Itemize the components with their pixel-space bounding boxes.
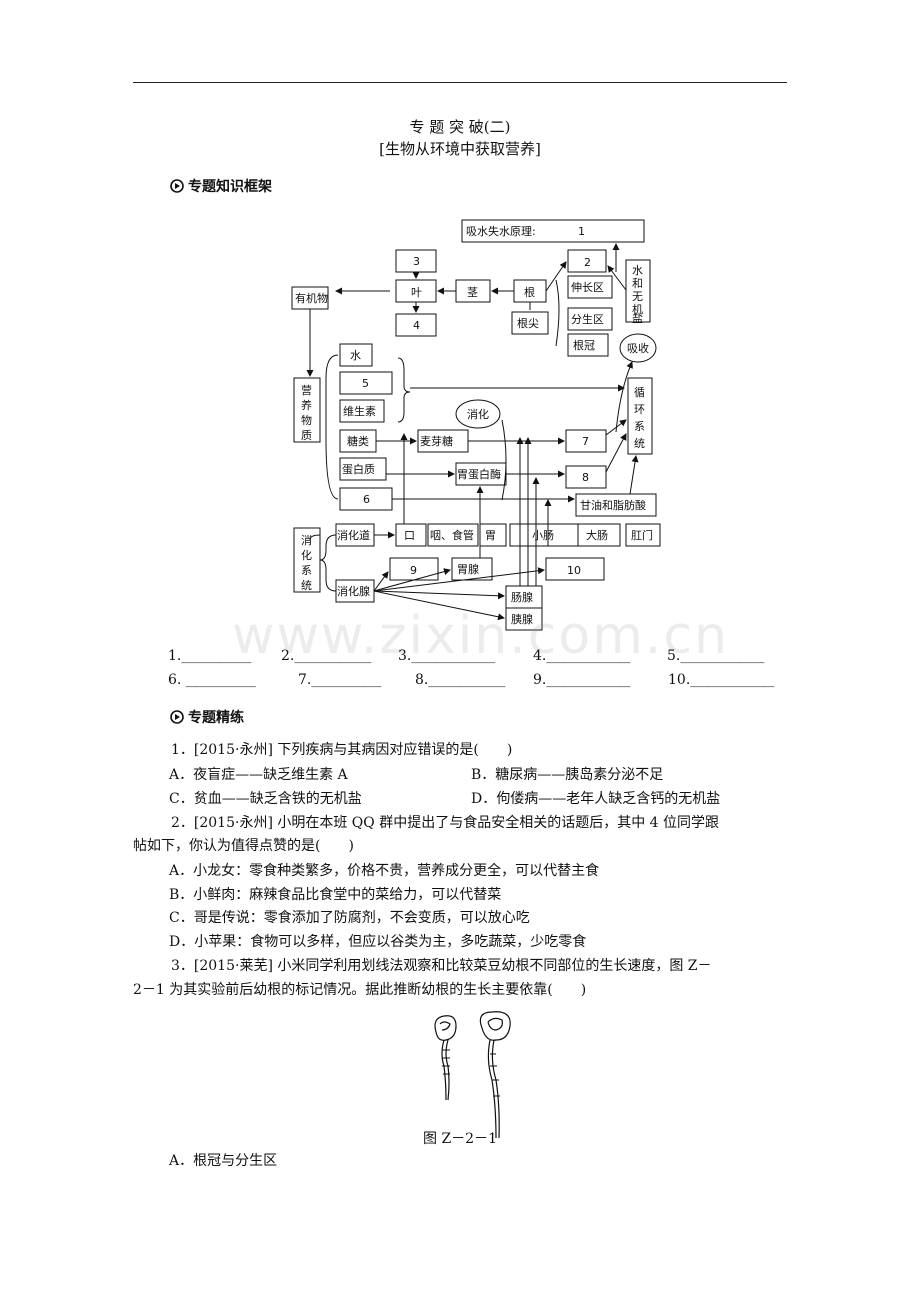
blank-7-box: 7 bbox=[582, 435, 589, 448]
intestinal-gland-label: 肠腺 bbox=[511, 590, 533, 604]
blank-2[interactable]: 2.___________ bbox=[281, 648, 372, 664]
figure-caption: 图 Z－2－1 bbox=[423, 1131, 497, 1147]
blank-6[interactable]: 6. __________ bbox=[168, 672, 256, 688]
gastric-gland-label: 胃腺 bbox=[457, 562, 479, 576]
water-label: 水 bbox=[350, 349, 361, 362]
pharynx-esophagus-label: 咽、食管 bbox=[430, 528, 474, 542]
blank-4-box: 4 bbox=[413, 319, 420, 332]
svg-text:统: 统 bbox=[301, 579, 312, 592]
pepsin-label: 胃蛋白酶 bbox=[457, 467, 501, 481]
protein-label: 蛋白质 bbox=[342, 462, 375, 476]
seedling-figure bbox=[434, 1011, 511, 1139]
blank-7[interactable]: 7.__________ bbox=[298, 672, 382, 688]
svg-text:环: 环 bbox=[634, 403, 645, 416]
knowledge-diagram: 吸水失水原理: 1 2 3 叶 茎 根 4 根尖 伸长区 分生区 根冠 吸收 有… bbox=[291, 219, 661, 631]
svg-text:质: 质 bbox=[301, 429, 312, 442]
page-subtitle: [生物从环境中获取营养] bbox=[379, 140, 541, 158]
blank-8-box: 8 bbox=[582, 471, 589, 484]
large-intestine-label: 大肠 bbox=[586, 528, 608, 542]
mouth-label: 口 bbox=[404, 529, 415, 542]
vitamin-label: 维生素 bbox=[343, 404, 376, 418]
svg-text:物: 物 bbox=[301, 413, 312, 427]
section-heading: 专题精练 bbox=[188, 710, 244, 726]
elongation-zone-label: 伸长区 bbox=[571, 281, 604, 294]
blank-4[interactable]: 4.____________ bbox=[533, 648, 631, 664]
svg-text:系: 系 bbox=[634, 420, 645, 433]
blank-6-box: 6 bbox=[363, 493, 370, 506]
q3-stem-line1: 3．[2015·莱芜] 小米同学利用划线法观察和比较菜豆幼根不同部位的生长速度，… bbox=[171, 958, 712, 974]
blank-3[interactable]: 3.____________ bbox=[398, 648, 496, 664]
blank-9-box: 9 bbox=[410, 564, 417, 577]
organic-matter-label: 有机物 bbox=[295, 291, 328, 305]
page-title: 专 题 突 破(二) bbox=[409, 118, 511, 136]
svg-text:和: 和 bbox=[632, 277, 643, 290]
q1-option-a[interactable]: A．夜盲症——缺乏维生素 A bbox=[169, 767, 348, 783]
q1-stem: 1．[2015·永州] 下列疾病与其病因对应错误的是( ) bbox=[171, 742, 513, 758]
q2-option-b[interactable]: B．小鲜肉：麻辣食品比食堂中的菜给力，可以代替菜 bbox=[169, 887, 502, 903]
svg-text:盐: 盐 bbox=[632, 312, 643, 325]
principle-label: 吸水失水原理: bbox=[466, 225, 536, 238]
svg-text:养: 养 bbox=[301, 398, 312, 412]
digestion-label: 消化 bbox=[467, 407, 489, 421]
svg-text:机: 机 bbox=[632, 302, 643, 316]
blank-3-box: 3 bbox=[413, 255, 420, 268]
maltose-label: 麦芽糖 bbox=[420, 434, 453, 448]
play-circle-icon bbox=[170, 710, 184, 724]
root-tip-label: 根尖 bbox=[517, 316, 539, 330]
digestive-tract-label: 消化道 bbox=[337, 528, 370, 542]
blank-9[interactable]: 9.____________ bbox=[533, 672, 631, 688]
q1-option-c[interactable]: C．贫血——缺乏含铁的无机盐 bbox=[169, 791, 362, 807]
blank-8[interactable]: 8.___________ bbox=[415, 672, 506, 688]
svg-text:统: 统 bbox=[634, 437, 645, 450]
blank-5-box: 5 bbox=[362, 377, 369, 390]
blank-1-box: 1 bbox=[578, 225, 585, 238]
svg-text:化: 化 bbox=[301, 548, 312, 562]
q3-stem-line2: 2－1 为其实验前后幼根的标记情况。据此推断幼根的生长主要依靠( ) bbox=[133, 982, 587, 998]
watermark: www.zixin.com.cn bbox=[232, 606, 729, 666]
blank-10-box: 10 bbox=[567, 564, 581, 577]
play-circle-icon bbox=[170, 179, 184, 193]
absorption-label: 吸收 bbox=[627, 341, 649, 355]
glycerol-fatty-acid-label: 甘油和脂肪酸 bbox=[580, 498, 646, 512]
q1-option-d[interactable]: D．佝偻病——老年人缺乏含钙的无机盐 bbox=[471, 791, 721, 807]
svg-text:系: 系 bbox=[301, 564, 312, 577]
anus-label: 肛门 bbox=[631, 528, 653, 542]
digestive-gland-label: 消化腺 bbox=[337, 584, 370, 598]
svg-text:消: 消 bbox=[301, 533, 312, 547]
pancreas-label: 胰腺 bbox=[511, 612, 533, 626]
blank-10[interactable]: 10.____________ bbox=[668, 672, 775, 688]
svg-text:水: 水 bbox=[632, 264, 643, 277]
section-practice: 专题精练 bbox=[170, 707, 244, 727]
blank-2-box: 2 bbox=[584, 256, 591, 269]
svg-text:无: 无 bbox=[632, 290, 643, 303]
section-knowledge-framework: 专题知识框架 bbox=[170, 176, 272, 196]
root-cap-label: 根冠 bbox=[573, 338, 595, 352]
q2-option-c[interactable]: C．哥是传说：零食添加了防腐剂，不会变质，可以放心吃 bbox=[169, 910, 530, 926]
carbohydrate-label: 糖类 bbox=[347, 434, 369, 448]
blank-1[interactable]: 1.__________ bbox=[168, 648, 252, 664]
q2-stem-line2: 帖如下，你认为值得点赞的是( ) bbox=[133, 838, 354, 854]
section-heading: 专题知识框架 bbox=[188, 179, 272, 195]
stem-label: 茎 bbox=[467, 286, 478, 299]
meristem-zone-label: 分生区 bbox=[571, 312, 604, 326]
q3-option-a[interactable]: A．根冠与分生区 bbox=[169, 1153, 278, 1169]
leaf-label: 叶 bbox=[411, 286, 422, 299]
stomach-label: 胃 bbox=[485, 529, 496, 542]
small-intestine-label: 小肠 bbox=[532, 529, 554, 542]
q2-option-a[interactable]: A．小龙女：零食种类繁多，价格不贵，营养成分更全，可以代替主食 bbox=[169, 863, 600, 879]
header-rule bbox=[133, 82, 787, 83]
svg-text:营: 营 bbox=[301, 383, 312, 397]
root-label: 根 bbox=[524, 285, 535, 299]
q1-option-b[interactable]: B．糖尿病——胰岛素分泌不足 bbox=[471, 767, 664, 783]
blank-5[interactable]: 5.____________ bbox=[667, 648, 765, 664]
q2-stem-line1: 2．[2015·永州] 小明在本班 QQ 群中提出了与食品安全相关的话题后，其中… bbox=[171, 815, 720, 831]
q2-option-d[interactable]: D．小苹果：食物可以多样，但应以谷类为主，多吃蔬菜，少吃零食 bbox=[169, 934, 587, 950]
svg-text:循: 循 bbox=[634, 386, 645, 399]
